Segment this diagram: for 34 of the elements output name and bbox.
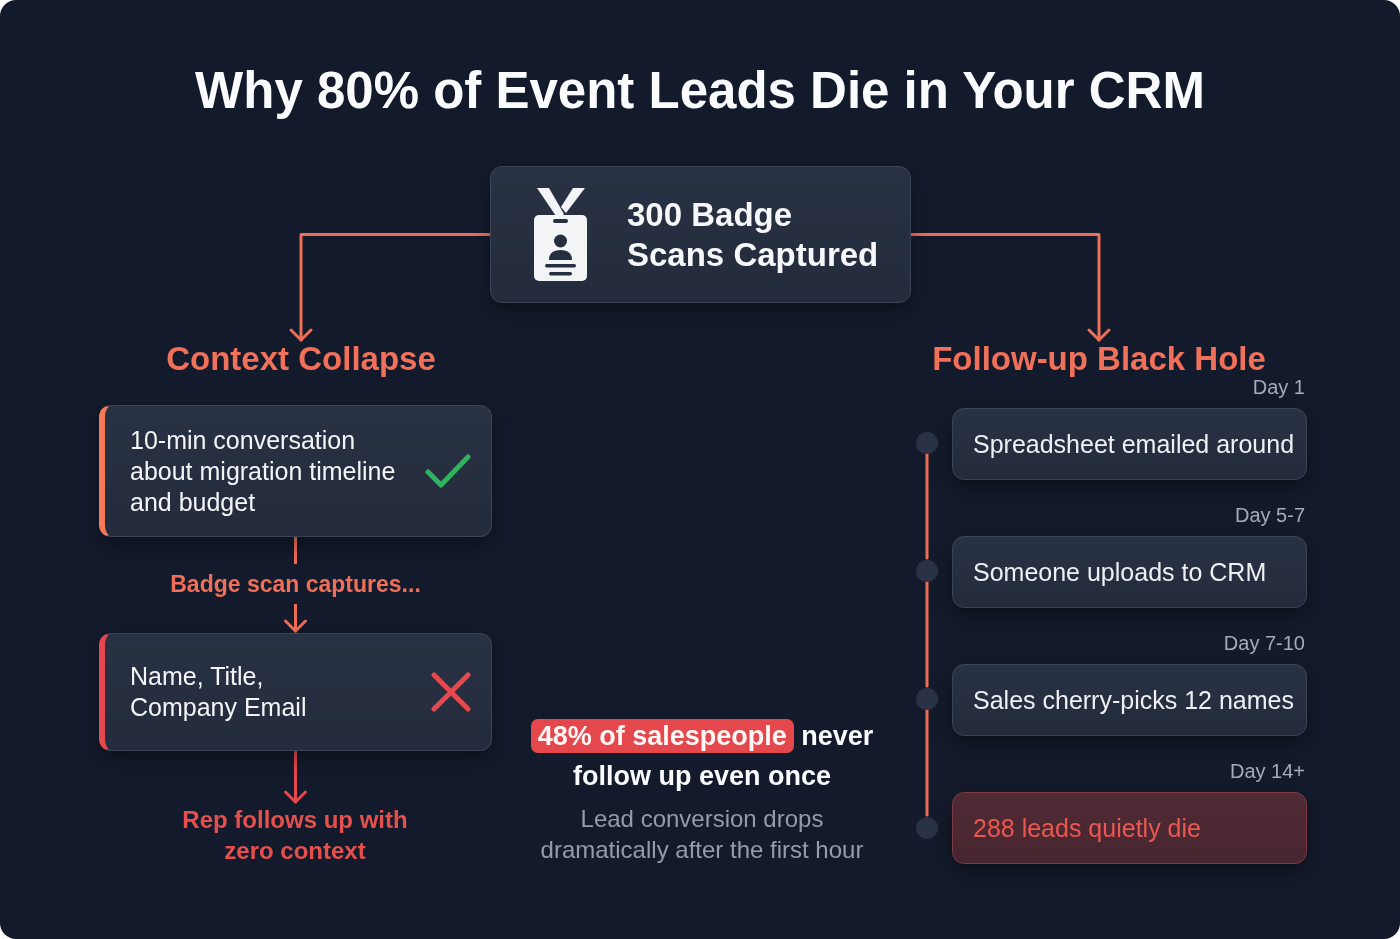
timeline-dot xyxy=(916,560,938,582)
note-text: Lead conversion drops dramatically after the first hour xyxy=(539,804,865,865)
timeline-dot xyxy=(916,688,938,710)
node-text: Spreadsheet emailed around xyxy=(973,428,1295,460)
timeline-card xyxy=(952,664,1307,736)
timeline-dot xyxy=(916,432,938,454)
day-label: Day 14+ xyxy=(1229,761,1305,781)
connector-line xyxy=(925,708,929,817)
connector-line xyxy=(925,580,929,688)
timeline-card xyxy=(952,408,1307,480)
arrow xyxy=(284,749,307,804)
process-box xyxy=(490,166,911,303)
node-text: Someone uploads to CRM xyxy=(973,556,1267,588)
node-text: Sales cherry-picks 12 names xyxy=(973,684,1294,716)
arrow xyxy=(909,233,1111,342)
outcome-text: Rep follows up with zero context xyxy=(178,804,412,866)
diagram-title: Why 80% of Event Leads Die in Your CRM xyxy=(195,61,1205,121)
process-box xyxy=(99,405,492,537)
node-text: 288 leads quietly die xyxy=(973,812,1201,844)
section-heading: Follow-up Black Hole xyxy=(932,342,1266,376)
timeline-card xyxy=(952,536,1307,608)
process-box xyxy=(99,633,492,751)
connector-line xyxy=(925,452,929,560)
day-label: Day 7-10 xyxy=(1223,633,1305,653)
alert-card xyxy=(952,792,1307,864)
day-label: Day 5-7 xyxy=(1234,505,1305,525)
day-label: Day 1 xyxy=(1252,377,1305,397)
node-text: Name, Title, Company Email xyxy=(130,661,308,723)
arrow xyxy=(289,233,492,342)
node-text: 10-min conversation about migration timeline and budget xyxy=(130,424,397,518)
node-text: 300 Badge Scans Captured xyxy=(627,194,880,275)
stat-text: 48% of salespeople never follow up even once xyxy=(512,716,892,796)
timeline-dot xyxy=(916,817,938,839)
section-heading: Context Collapse xyxy=(166,342,436,376)
